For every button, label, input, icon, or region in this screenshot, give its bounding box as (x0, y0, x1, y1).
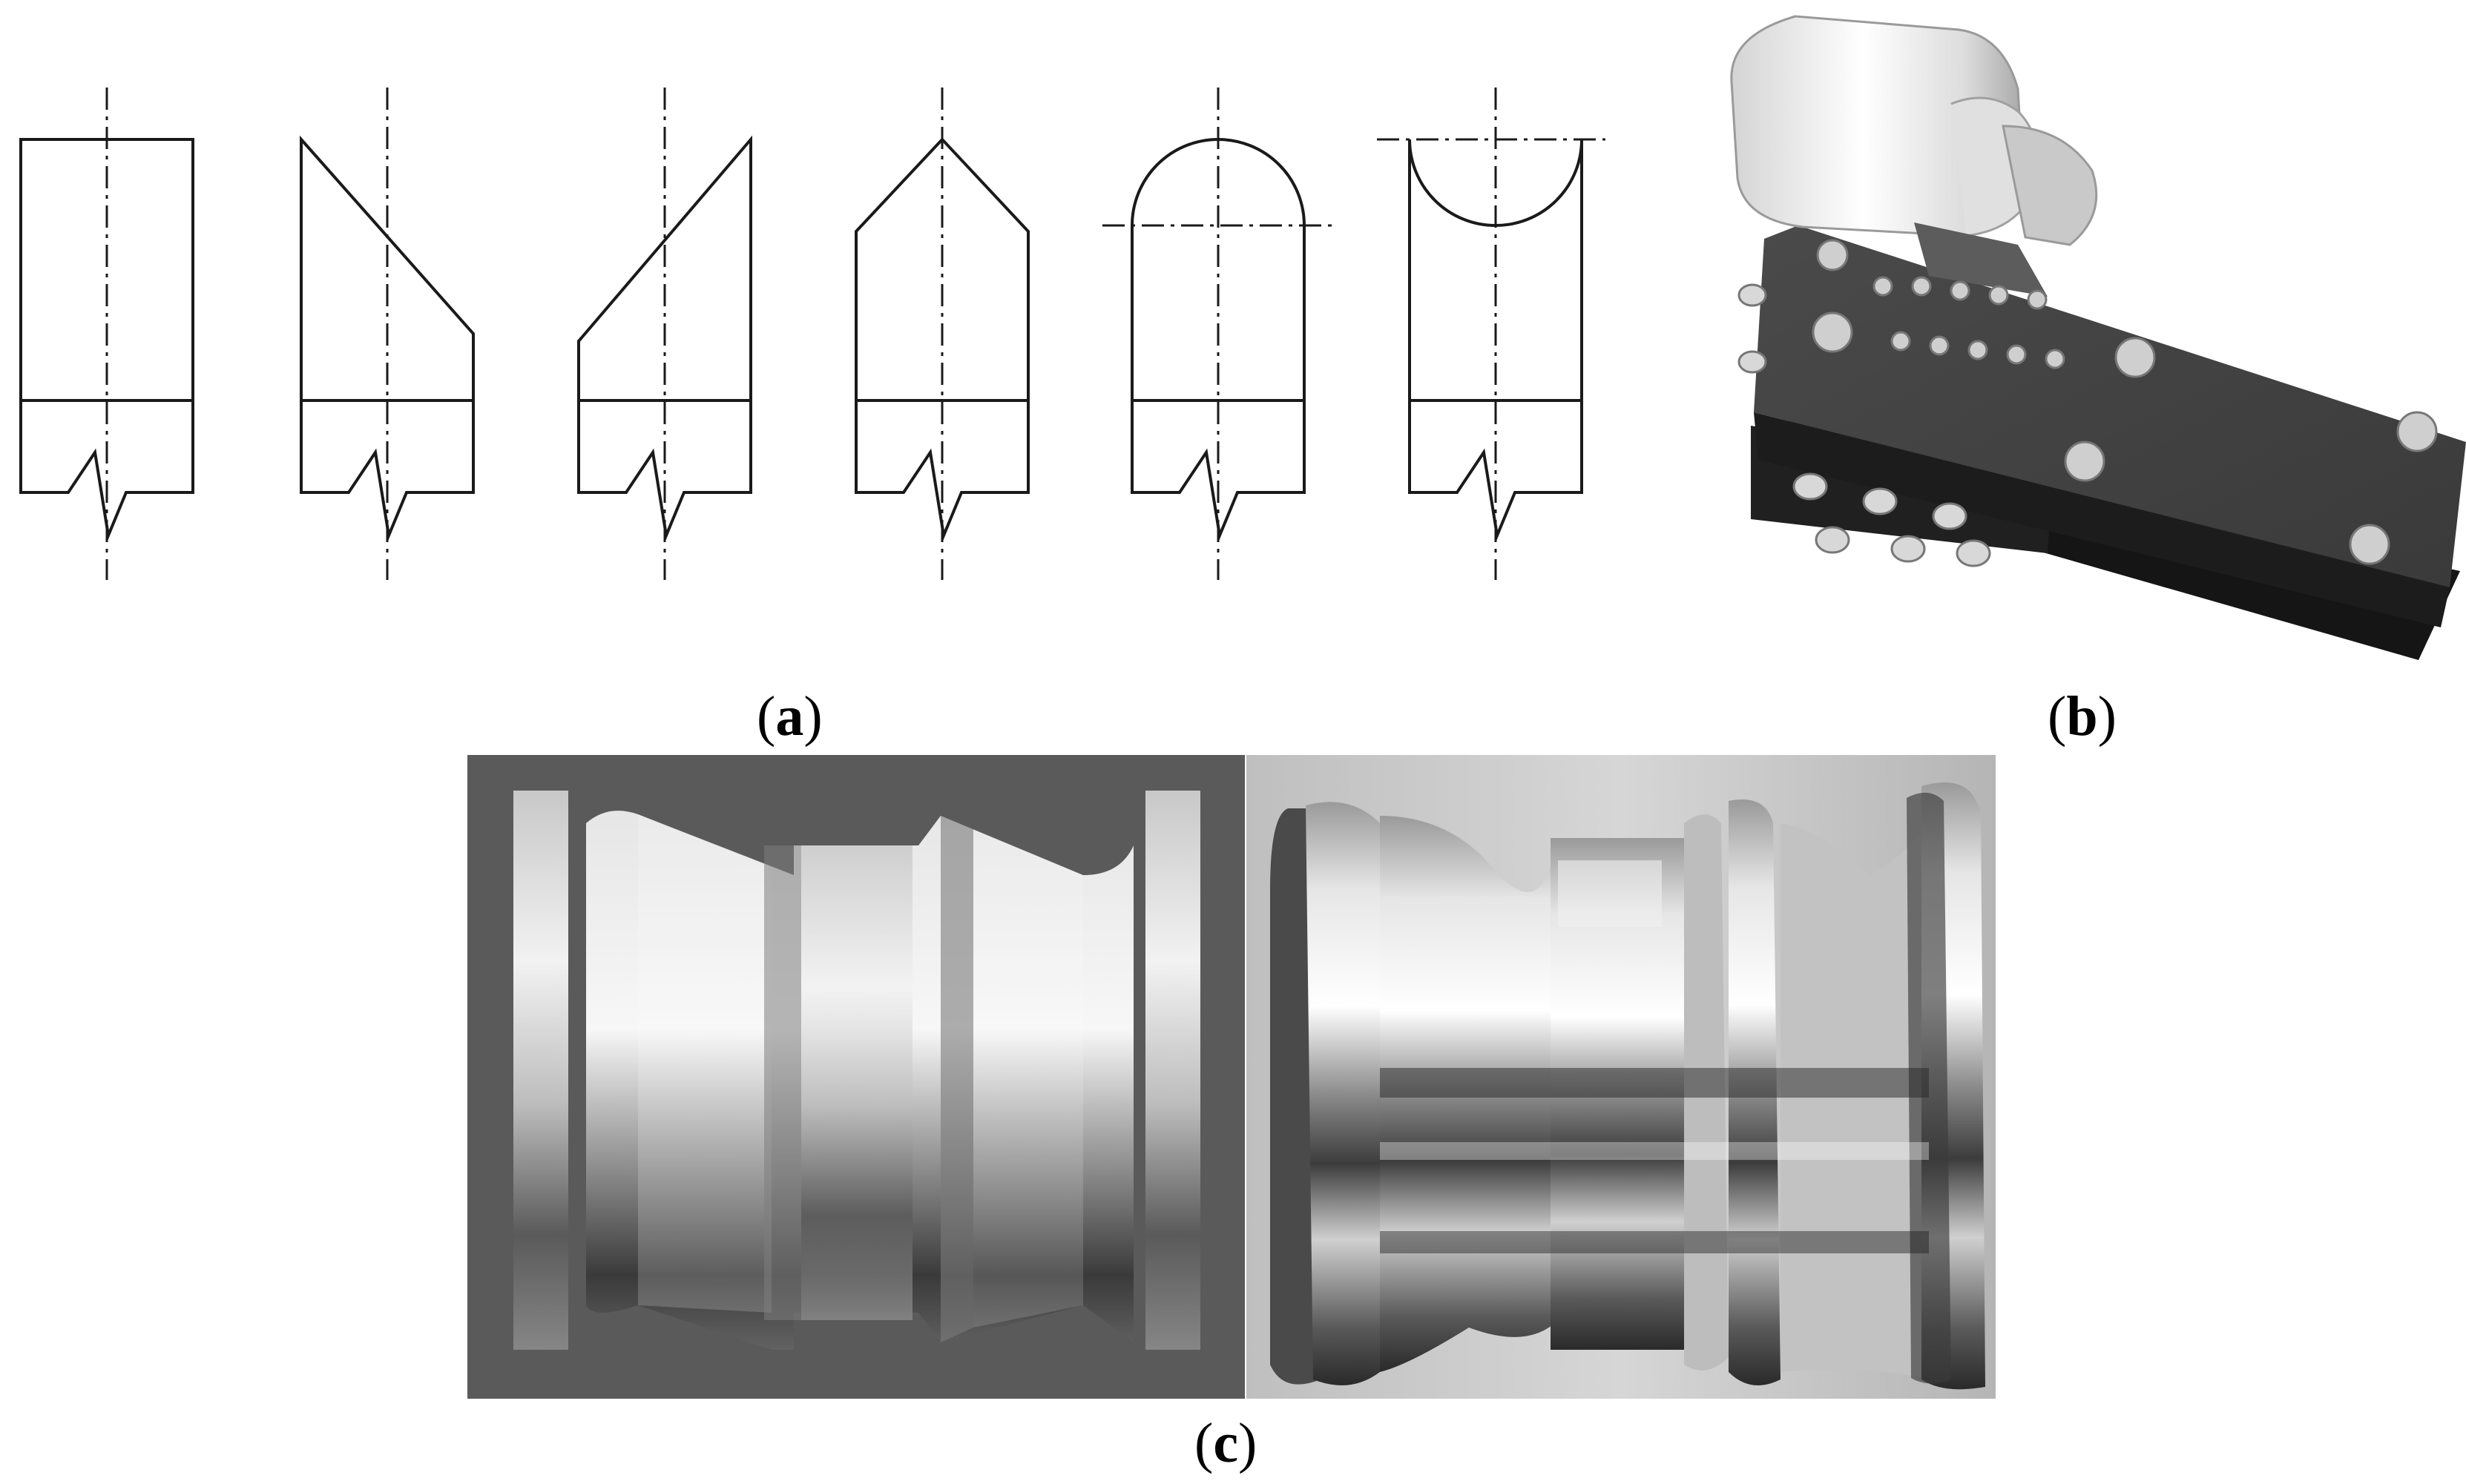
tool-profiles-drawing (19, 88, 1605, 580)
tool-profile-left-bevel (577, 88, 752, 580)
insert-plate (1754, 225, 2466, 587)
panel-label-a: (a) (757, 688, 823, 745)
label-c-open: ( (1194, 1412, 1214, 1474)
roller-comparison (467, 755, 1996, 1399)
label-a-letter: a (775, 685, 804, 748)
label-b-open: ( (2048, 685, 2067, 748)
tool-profile-concave-radius (1377, 88, 1605, 580)
tool-insert-photo (1730, 15, 2466, 660)
insert-holes (1812, 239, 2438, 565)
roller-photo (1246, 755, 1996, 1399)
tool-profile-flat (19, 88, 194, 580)
label-c-close: ) (1238, 1412, 1257, 1474)
tool-profile-right-bevel (300, 88, 475, 580)
tool-holder (1730, 15, 2098, 297)
label-a-close: ) (803, 685, 823, 748)
insert-side-fittings (1737, 283, 1991, 567)
label-b-close: ) (2097, 685, 2117, 748)
roller-rendering (467, 755, 1245, 1399)
label-c-letter: c (1213, 1412, 1239, 1474)
tool-profile-pointed (855, 88, 1030, 580)
label-b-letter: b (2066, 685, 2098, 748)
label-a-open: ( (757, 685, 776, 748)
tool-profile-convex-radius (1102, 88, 1335, 580)
panel-label-c: (c) (1194, 1415, 1257, 1471)
panel-label-b: (b) (2048, 688, 2117, 745)
